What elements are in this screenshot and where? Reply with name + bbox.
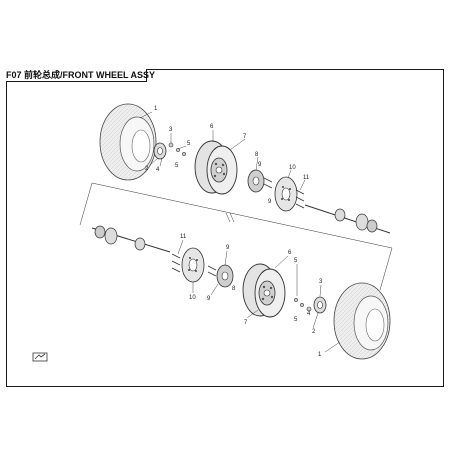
callout-9-upper-a: 9 [258,162,262,168]
callout-2-upper: 2 [145,166,149,172]
tire-upper [99,103,157,181]
callout-7-lower: 7 [244,320,248,326]
callout-3-upper: 3 [169,127,173,133]
callout-11-upper: 11 [303,175,310,181]
callout-5-upper-b: 5 [175,163,179,169]
nut-washers-lower [294,298,312,312]
brake-disc-lower [181,247,205,283]
callout-8-upper: 8 [255,152,259,158]
brand-mark [32,352,48,362]
bolts-lower [171,253,181,273]
brake-hub-upper [247,169,273,193]
callout-5-lower-b: 5 [294,317,298,323]
nut-washers-upper [168,142,186,156]
rim-upper [194,140,238,195]
callout-1-lower: 1 [318,352,322,358]
drive-shaft-lower [91,225,171,253]
callout-7-upper: 7 [243,134,247,140]
brake-hub-lower [207,264,234,288]
callout-10-lower: 10 [189,295,196,301]
callout-11-lower: 11 [180,234,187,240]
callout-2-lower: 2 [312,329,316,335]
callout-5-upper-a: 5 [187,141,191,147]
callout-1-upper: 1 [154,106,158,112]
bolts-upper [295,189,305,209]
diagram-title: F07 前轮总成/FRONT WHEEL ASSY [6,70,156,80]
callout-4-lower: 4 [307,311,311,317]
callout-10-upper: 10 [289,165,296,171]
title-box: F07 前轮总成/FRONT WHEEL ASSY [6,69,156,82]
assembly-centerlines [79,182,393,291]
hub-lower [313,296,327,314]
callout-5-lower-a: 5 [294,258,298,264]
leader-lines [139,111,341,353]
rim-lower [242,263,286,318]
callout-9-upper-b: 9 [268,199,272,205]
callout-4-upper: 4 [156,167,160,173]
callout-labels: 1 2 3 4 5 5 6 7 8 9 9 10 11 11 10 9 9 8 … [145,106,323,358]
callout-3-lower: 3 [319,279,323,285]
callout-9-lower-a: 9 [226,245,230,251]
callout-6-upper: 6 [210,124,214,130]
callout-6-lower: 6 [288,250,292,256]
drive-shaft-upper [304,204,391,234]
brake-disc-upper [274,176,298,212]
hub-upper [153,142,167,160]
callout-9-lower-b: 9 [207,296,211,302]
tire-lower [333,282,391,360]
callout-8-lower: 8 [232,286,236,292]
